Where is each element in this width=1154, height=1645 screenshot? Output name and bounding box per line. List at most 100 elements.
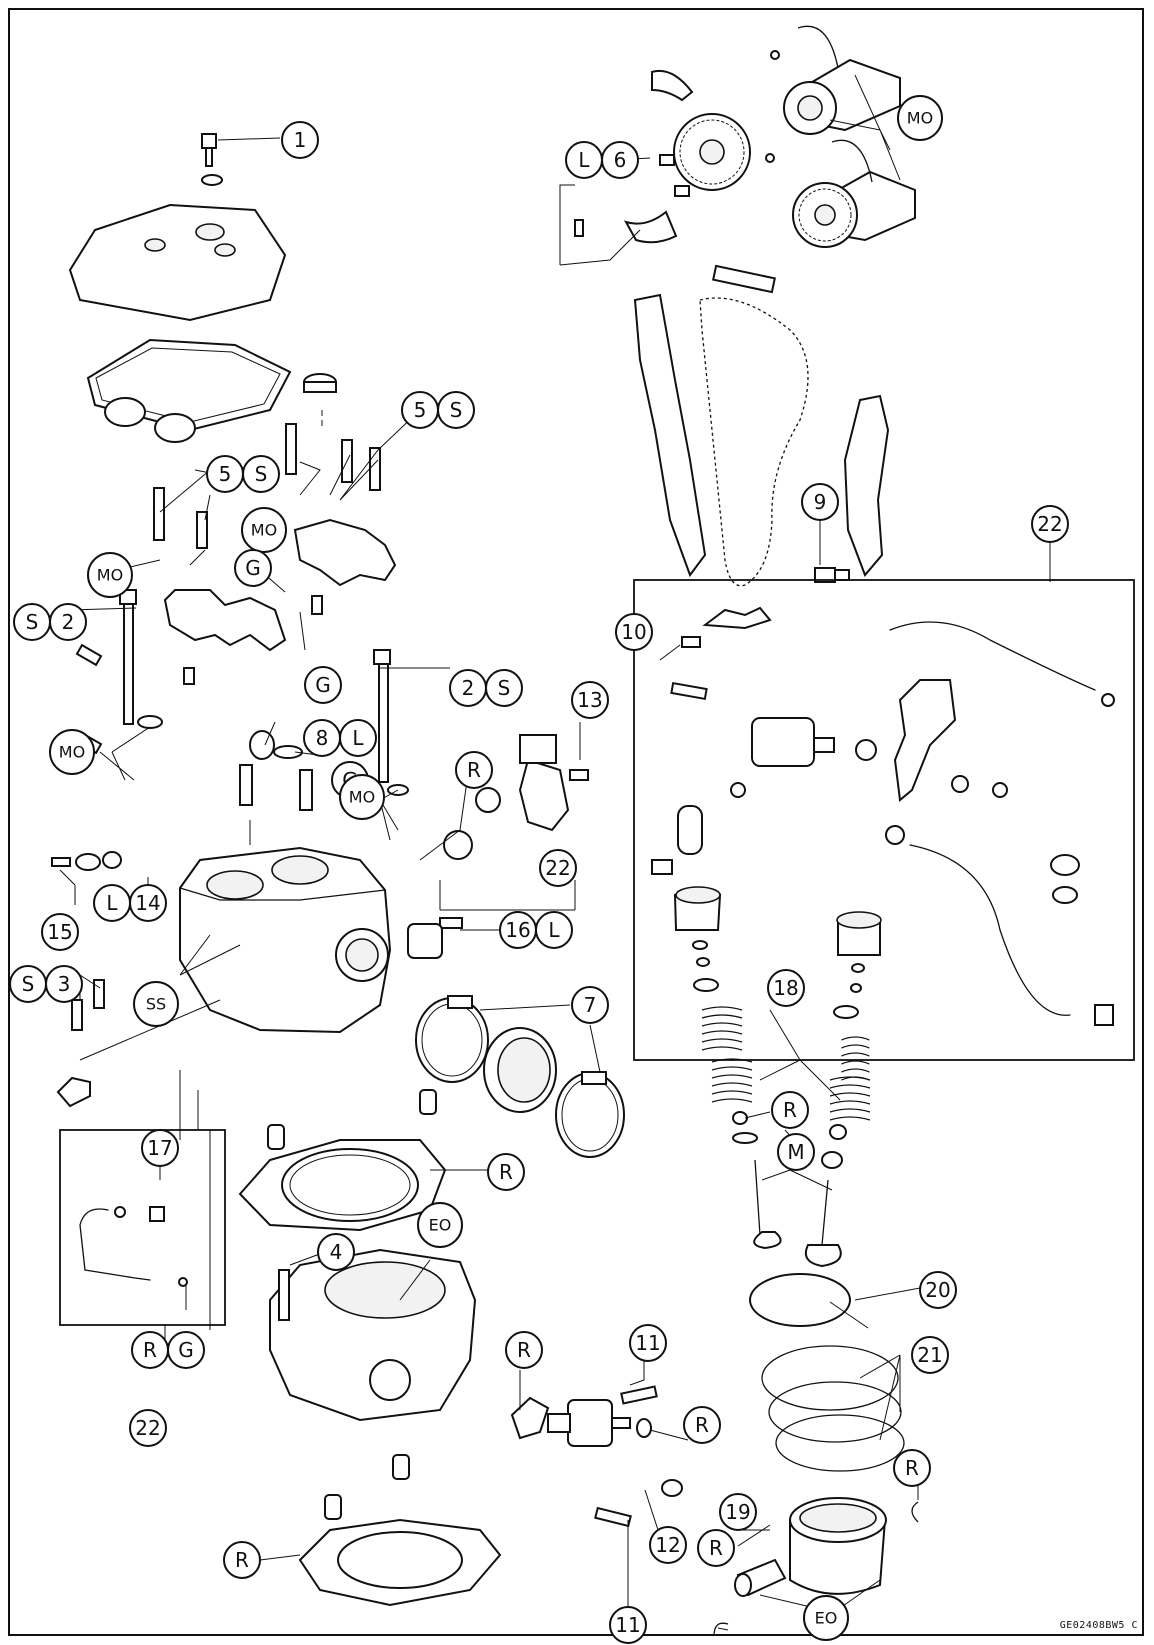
head-cover-gasket [86,338,292,443]
callout-mo-left: MO [87,552,133,598]
svg-text:EO: EO [429,1216,452,1235]
svg-text:S: S [450,398,463,422]
cam-chain-guide-front [633,293,707,578]
svg-text:L: L [548,918,560,942]
svg-text:MO: MO [59,743,85,762]
svg-text:G: G [178,1338,194,1362]
cam-chain-guide-rear [843,394,890,577]
callout-18: 18 [767,969,805,1007]
intake-clamp-rear [555,1071,625,1158]
callout-4: 4 [317,1233,355,1271]
o-ring-20 [749,1273,851,1327]
callout-eo-piston: EO [803,1595,849,1641]
svg-text:S: S [498,676,511,700]
svg-text:22: 22 [1037,512,1062,536]
piston-rings [761,1345,905,1472]
callout-8-l: 8 L [303,719,377,757]
callout-l-6: L 6 [565,141,639,179]
hose-assembly-box [633,579,1135,1061]
guide-bolt-9 [814,567,850,583]
callout-5-s-left: 5 S [206,455,280,493]
chain-guide-plate [712,264,776,294]
callout-20: 20 [919,1271,957,1309]
svg-text:M: M [787,1140,804,1164]
svg-text:S: S [26,610,39,634]
callout-11-bottom: 11 [609,1606,647,1644]
callout-eo-cylinder: EO [417,1202,463,1248]
svg-text:MO: MO [907,109,933,128]
intake-camshaft [792,170,916,248]
oil-seal [303,373,337,393]
seal-rings [1050,854,1080,904]
callout-mo-head-right: MO [339,774,385,820]
head-bolt-right [373,649,391,783]
callout-16-l: 16 L [499,911,573,949]
thermostat-housing [518,734,589,832]
svg-text:8: 8 [316,726,329,750]
svg-text:MO: MO [251,521,277,540]
svg-text:9: 9 [814,490,827,514]
figure-code: GE02408BW5 C [1059,1620,1138,1631]
svg-text:R: R [467,758,481,782]
svg-text:10: 10 [621,620,646,644]
svg-text:3: 3 [58,972,71,996]
svg-text:7: 7 [584,993,597,1017]
pin-circlips [713,1501,919,1637]
callout-l-14: L 14 [93,884,167,922]
water-pump-hose-upper [889,621,1115,707]
callout-13: 13 [571,681,609,719]
callout-5-s-top: 5 S [401,391,475,429]
callout-21: 21 [911,1336,949,1374]
callout-ss: SS [133,981,179,1027]
svg-text:5: 5 [414,398,427,422]
callout-r-head-gasket: R [487,1153,525,1191]
svg-text:5: 5 [219,462,232,486]
svg-text:G: G [245,556,261,580]
svg-text:11: 11 [635,1331,660,1355]
cam-chain-tensioner [547,1385,683,1528]
callout-r-seal: R [455,751,493,789]
callout-s-3: S 3 [9,965,83,1003]
svg-text:22: 22 [135,1416,160,1440]
svg-text:R: R [783,1098,797,1122]
callout-22-mid: 22 [539,849,577,887]
svg-text:R: R [517,1338,531,1362]
water-pump-hose-lower [885,825,1114,1026]
callout-m-valve: M [777,1133,815,1171]
svg-text:R: R [709,1536,723,1560]
head-cover-bolt [201,133,223,186]
cylinder-block [269,1248,477,1422]
callout-r-base-gasket: R [223,1541,261,1579]
callout-r-tensioner-gasket: R [505,1331,543,1369]
callout-22-right: 22 [1031,505,1069,543]
callout-mo-head-left: MO [49,729,95,775]
valve-train-exhaust [804,911,882,1268]
svg-text:16: 16 [505,918,530,942]
camshaft-cap-left [163,589,287,652]
svg-text:2: 2 [62,610,75,634]
cylinder-head-cover [68,203,287,322]
svg-text:S: S [22,972,35,996]
svg-text:S: S [255,462,268,486]
callout-mo-center: MO [241,507,287,553]
svg-text:12: 12 [655,1533,680,1557]
exhaust-camshaft [783,58,901,135]
cam-chain [699,297,809,587]
svg-text:R: R [235,1548,249,1572]
callout-19: 19 [719,1493,757,1531]
cylinder-head-gasket [238,1089,447,1232]
svg-text:L: L [106,891,118,915]
svg-text:R: R [905,1456,919,1480]
svg-text:L: L [578,148,590,172]
head-small-parts [51,643,501,1108]
svg-text:18: 18 [773,976,798,1000]
callout-9: 9 [801,483,839,521]
cylinder-base-gasket [298,1454,502,1607]
svg-text:21: 21 [917,1343,942,1367]
svg-text:L: L [352,726,364,750]
svg-text:G: G [315,673,331,697]
callout-15: 15 [41,913,79,951]
svg-text:20: 20 [925,1278,950,1302]
svg-text:13: 13 [577,688,602,712]
